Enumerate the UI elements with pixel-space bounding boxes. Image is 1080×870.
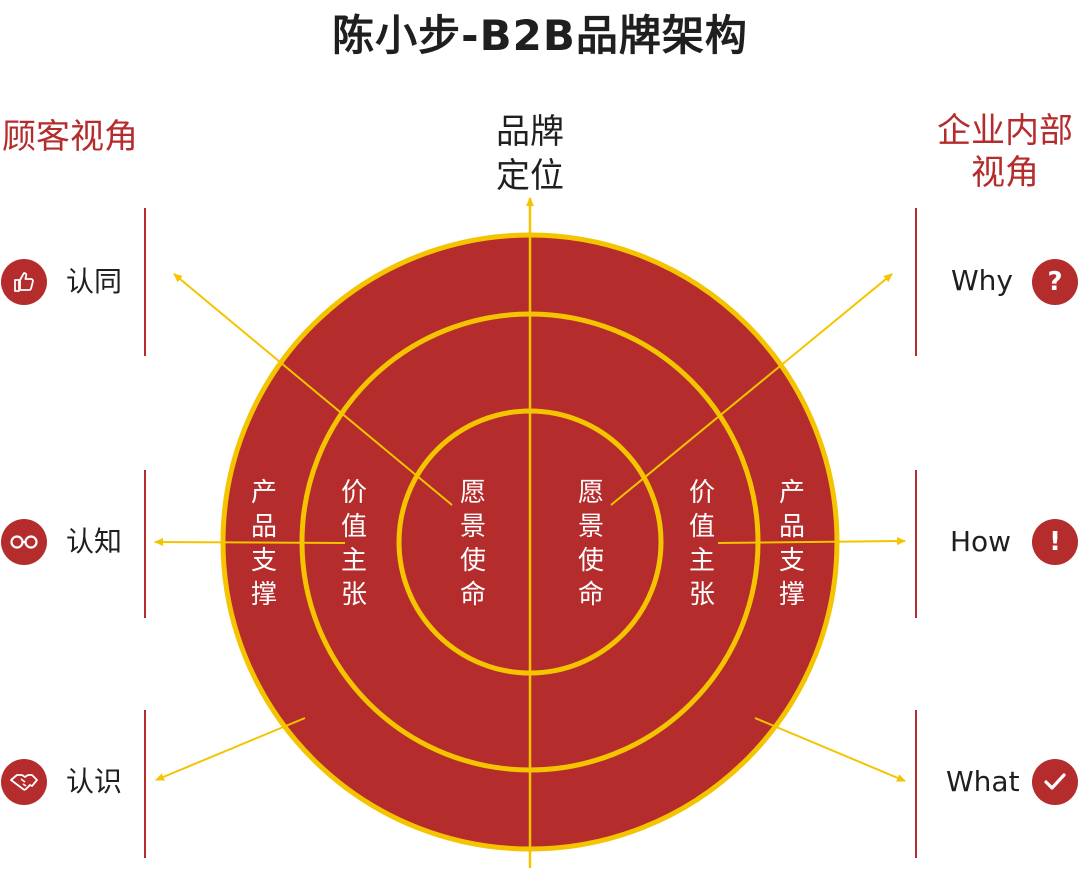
middle-ring-label-left: 价值主张 [340,478,367,610]
right-divider-2 [915,470,917,618]
left-divider-2 [144,470,146,618]
question-icon: ? [1032,259,1078,305]
inner-ring-label-right: 愿景使命 [577,478,604,610]
brand-positioning-line2: 定位 [496,156,564,196]
left-item-label: 认同 [66,265,123,298]
left-item-label: 认知 [66,525,123,558]
right-divider-1 [915,208,917,356]
handshake-icon [1,759,47,805]
customer-perspective-heading: 顾客视角 [2,117,138,157]
exclamation-icon: ! [1032,519,1078,565]
right-item-label: What [946,765,1020,798]
glasses-icon [1,519,47,565]
arrow-to-why [610,273,893,506]
outer-ring-label-left: 产品支撑 [250,478,277,610]
thumbs-up-icon [1,259,47,305]
left-divider-1 [144,208,146,356]
internal-perspective-heading: 企业内部 视角 [930,110,1080,194]
arrow-to-cognition [154,538,346,547]
outer-ring-label-right: 产品支撑 [778,478,805,610]
right-item-label: Why [951,264,1014,297]
internal-perspective-heading-line2: 视角 [971,153,1039,193]
right-item-label: How [950,525,1012,558]
brand-positioning-line1: 品牌 [496,112,564,152]
arrow-to-how [717,537,906,546]
arrow-to-recognition [173,273,453,506]
right-divider-3 [915,710,917,858]
middle-ring-label-right: 价值主张 [688,478,715,610]
arrow-to-what [754,717,906,782]
arrow-to-awareness [155,717,306,781]
checkmark-icon [1032,759,1078,805]
diagram-title: 陈小步-B2B品牌架构 [332,11,748,60]
inner-ring-label-left: 愿景使命 [459,478,486,610]
brand-positioning-label: 品牌 定位 [480,110,580,198]
left-item-label: 认识 [66,765,123,798]
left-divider-3 [144,710,146,858]
internal-perspective-heading-line1: 企业内部 [937,111,1073,151]
